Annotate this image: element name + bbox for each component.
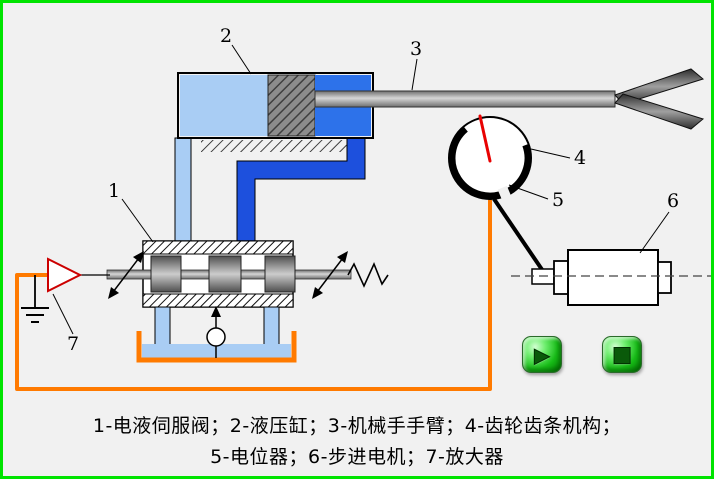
motor-end-cap-right	[657, 261, 672, 294]
valve-wall-bottom	[142, 293, 294, 308]
caption-line-1: 1-电液伺服阀；2-液压缸；3-机械手手臂；4-齿轮齿条机构；	[92, 415, 622, 437]
piston	[267, 74, 316, 137]
label-3: 3	[410, 38, 422, 60]
label-4: 4	[574, 147, 586, 169]
oil-tank	[136, 306, 297, 363]
hydraulic-pipes	[174, 137, 366, 245]
stop-button[interactable]: ■	[602, 336, 642, 373]
motor-body	[567, 249, 659, 306]
servo-valve	[79, 240, 389, 308]
schematic-diagram: 1 2 3 4 5 6 7	[15, 25, 711, 391]
gear-potentiometer	[448, 114, 532, 200]
spool-land-right	[264, 255, 296, 293]
label-1: 1	[108, 180, 120, 202]
pipe-dark-blue	[236, 137, 366, 244]
caption-line-2: 5-电位器；6-步进电机；7-放大器	[210, 446, 504, 468]
gripper-lower-jaw	[614, 93, 705, 130]
pointer-line-5	[508, 184, 549, 200]
stepper-motor	[492, 197, 711, 306]
hydraulic-cylinder	[177, 72, 374, 139]
valve-actuator-arrow-right	[312, 251, 348, 299]
spool-land-middle	[208, 255, 242, 293]
label-6: 6	[667, 190, 679, 212]
feedback-wire	[15, 196, 492, 391]
pointer-line-3	[411, 58, 418, 91]
potentiometer-needle	[478, 114, 492, 163]
motor-link-rod	[492, 197, 547, 276]
label-5: 5	[552, 189, 564, 211]
label-pointer-lines	[52, 44, 670, 335]
caption: 1-电液伺服阀；2-液压缸；3-机械手手臂；4-齿轮齿条机构； 5-电位器；6-…	[3, 411, 711, 473]
manipulator-arm	[314, 68, 705, 130]
pipe-light-blue	[174, 137, 192, 245]
ground-symbol	[21, 307, 49, 323]
pointer-line-4	[530, 148, 571, 159]
pointer-line-7	[52, 293, 74, 335]
spool-land-left	[150, 255, 182, 293]
label-7: 7	[67, 333, 79, 355]
cylinder-mount-hatch	[201, 140, 347, 152]
cylinder-chamber-left	[180, 75, 268, 136]
valve-actuator-arrow-left	[108, 251, 144, 299]
potentiometer-track-gap	[497, 185, 512, 200]
pump-circle	[206, 327, 226, 347]
play-button[interactable]: ▶	[522, 336, 562, 373]
amplifier-triangle	[47, 257, 83, 293]
piston-rod	[314, 90, 616, 108]
pointer-line-1	[121, 198, 154, 243]
stop-icon: ■	[612, 342, 633, 366]
valve-spring	[347, 261, 389, 288]
motor-end-cap-left	[553, 260, 569, 295]
valve-wall-top	[142, 240, 294, 255]
pointer-line-2	[231, 44, 252, 75]
label-2: 2	[220, 25, 232, 47]
play-icon: ▶	[534, 342, 550, 367]
tank-outline	[136, 331, 297, 363]
pointer-line-6	[639, 211, 670, 254]
amplifier	[21, 257, 83, 323]
potentiometer-track	[448, 126, 532, 200]
pump-arrow-head	[211, 306, 221, 317]
